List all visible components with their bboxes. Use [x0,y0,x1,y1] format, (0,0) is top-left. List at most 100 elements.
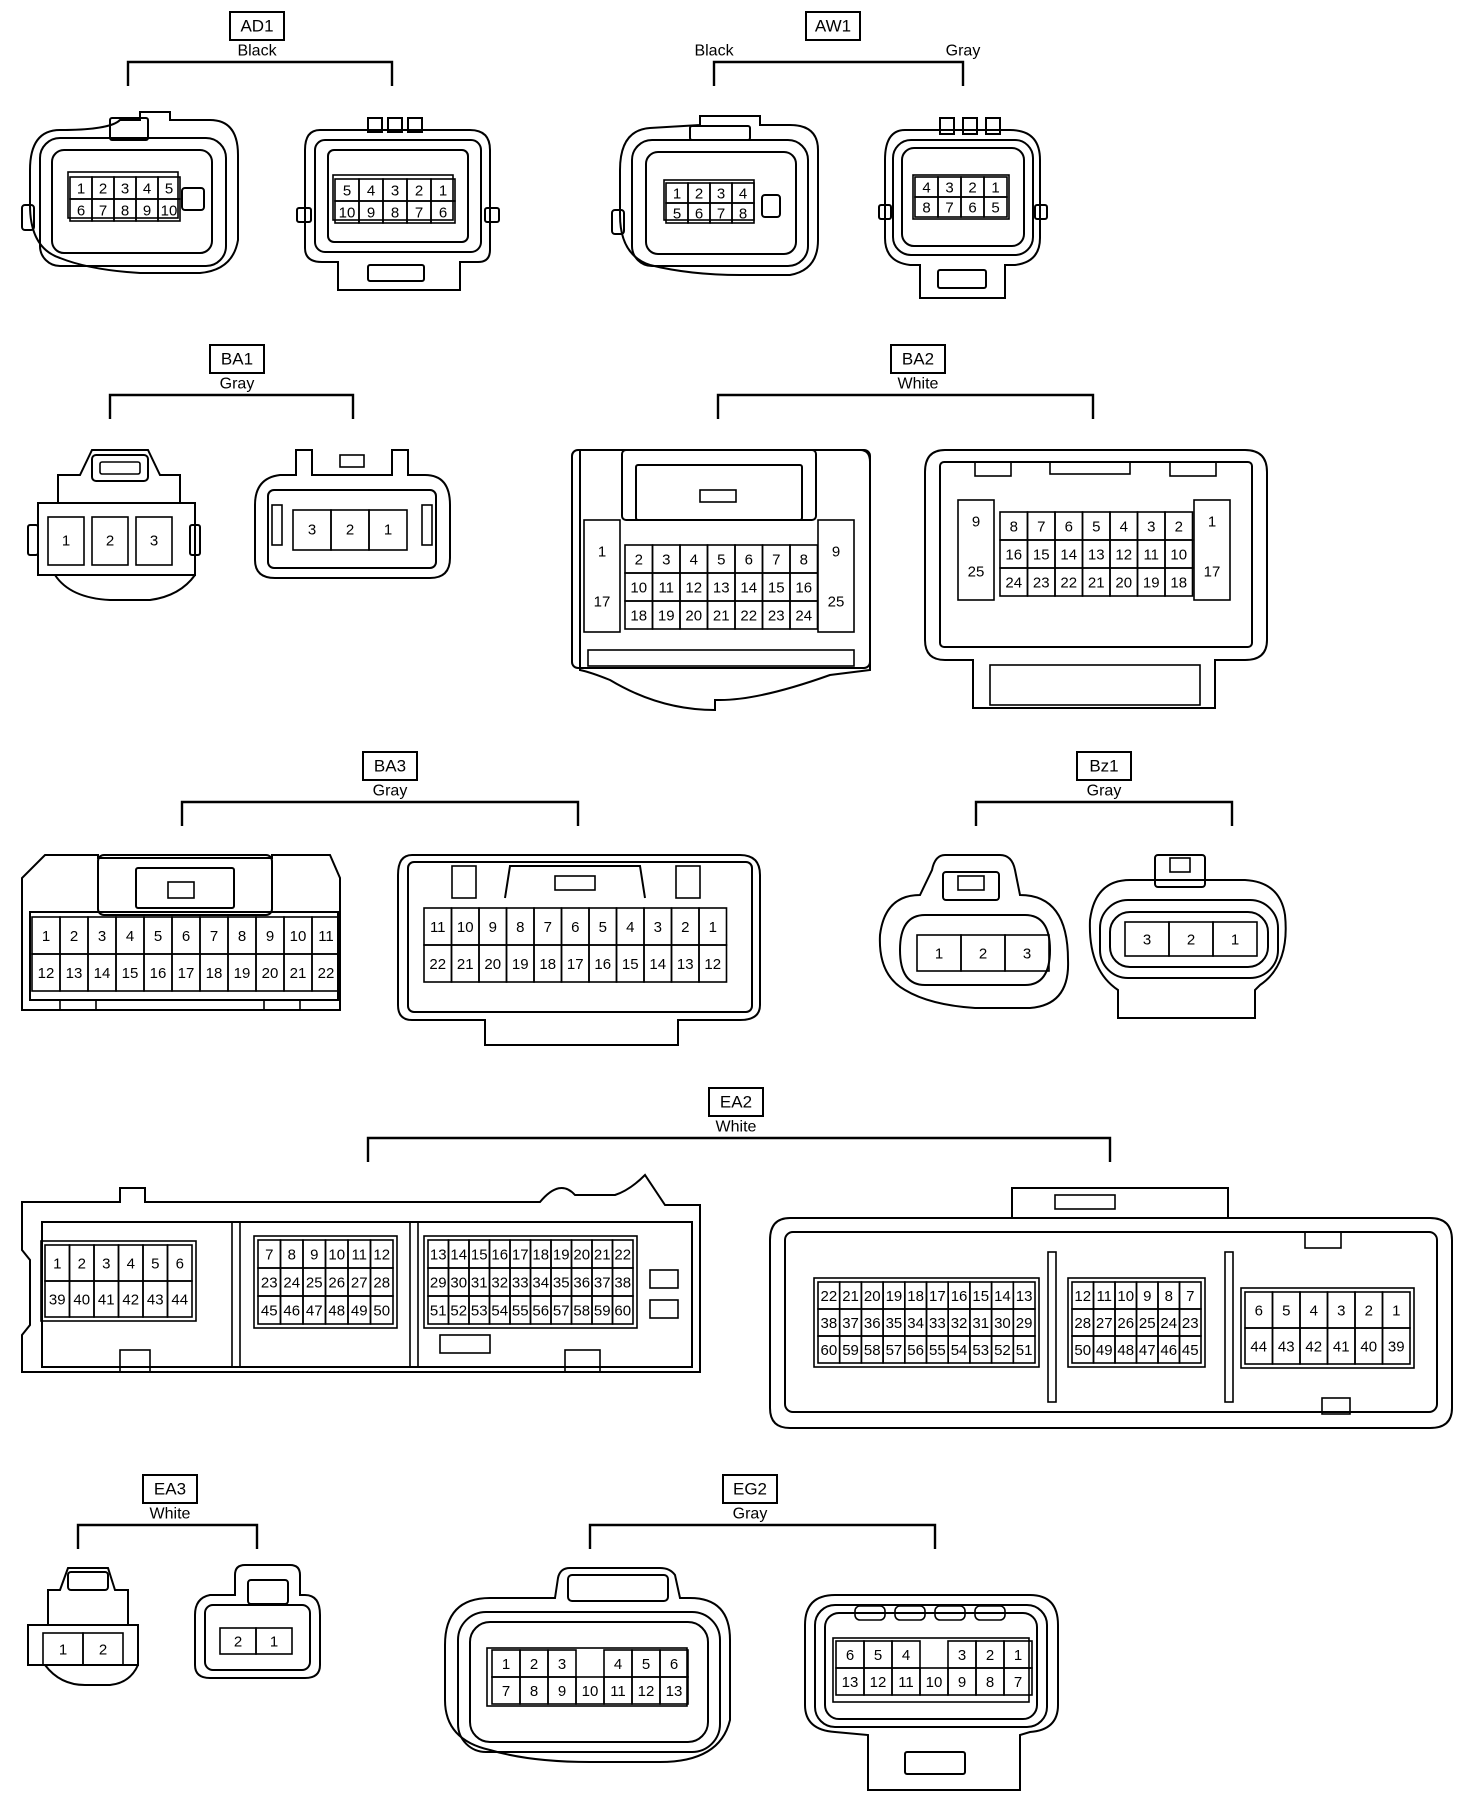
pin-number: 31 [972,1315,989,1332]
housing-outline [194,1564,321,1679]
housing-inner [645,151,797,255]
view-bracket [712,60,965,86]
top-inner [635,464,803,521]
pin-number: 1 [991,180,999,197]
pin-number: 47 [306,1303,323,1320]
divider [1224,1251,1234,1403]
view-bracket [126,60,394,86]
pin-number: 10 [339,205,356,222]
pin-number: 1 [709,919,717,936]
pin-cell [611,1295,634,1325]
latch [109,117,149,141]
side-rib [21,204,35,231]
pin-number: 2 [99,181,107,198]
pin-number: 15 [768,580,785,597]
latch [67,1571,109,1591]
pin-number: 38 [821,1315,838,1332]
pin-cell [255,1627,293,1655]
pin-number: 5 [874,1647,882,1664]
pin-number: 7 [717,206,725,223]
pin-number: 12 [38,965,55,982]
pin-number: 48 [1117,1342,1134,1359]
pin-number: 18 [206,965,223,982]
pin-number: 10 [630,580,647,597]
pin-number: 10 [457,919,474,936]
pin-number: 6 [439,205,447,222]
connector-title-box: Bz1 [1076,751,1132,781]
pin-number: 2 [530,1656,538,1673]
latch-window [957,875,985,891]
pin-number: 43 [147,1292,164,1309]
housing-inner [814,1604,1048,1728]
pin-number: 49 [351,1303,368,1320]
pin-number: 10 [1117,1288,1134,1305]
latch [504,865,646,899]
pin-number: 5 [717,552,725,569]
pin-number: 5 [991,200,999,217]
top-inner [135,867,235,909]
pin-number: 60 [614,1303,631,1320]
pin-number: 20 [864,1288,881,1305]
title-frame [142,1474,198,1504]
pin-number: 16 [951,1288,968,1305]
base-rail [587,649,855,667]
pin-number: 2 [99,1642,107,1659]
pin-number: 1 [935,946,943,963]
connector-title-box: EG2 [722,1474,778,1504]
pin-number: 2 [415,183,423,200]
pin-number: 35 [553,1275,570,1292]
pin-number: 1 [673,186,681,203]
block-frame [813,1277,1040,1368]
top-frame [621,449,817,521]
wire-color: Gray [1087,783,1122,800]
slot [649,1269,679,1289]
housing-inner [41,1221,693,1368]
pin-number: 18 [532,1247,549,1264]
cavity-frame [67,171,179,219]
pin-number: 30 [994,1315,1011,1332]
pin-number: 4 [126,928,134,945]
pin-number: 17 [929,1288,946,1305]
view-bracket [974,800,1234,826]
cavity-frame [912,174,1010,220]
pin-number: 46 [283,1303,300,1320]
pin-number: 1 [598,544,606,561]
housing-inner [898,914,1052,986]
pin-number: 36 [573,1275,590,1292]
pin-number: 8 [986,1674,994,1691]
pin-number: 42 [122,1292,139,1309]
pin-number: 7 [415,205,423,222]
title-frame [229,11,285,41]
pin-cell [311,953,341,992]
tab [1169,461,1217,477]
tab [387,117,403,133]
pin-number: 8 [1010,519,1018,536]
cavity-frame [332,174,454,221]
pin-cell [1381,1327,1411,1365]
housing-outline [21,1173,701,1373]
pin-number: 7 [544,919,552,936]
pin-number: 7 [1037,519,1045,536]
pin-number: 21 [842,1288,859,1305]
pin-number: 13 [66,965,83,982]
latch [1154,854,1206,888]
pin-number: 18 [539,956,556,973]
pin-cell [731,202,755,224]
pin-number: 60 [821,1342,838,1359]
pin-number: 37 [842,1315,859,1332]
pin-number: 19 [1143,575,1160,592]
slot [649,1299,679,1319]
housing-inner [1099,899,1279,979]
tab [974,1605,1006,1621]
pin-number: 8 [121,203,129,220]
pin-number: 20 [1115,575,1132,592]
top-frame [1011,1187,1229,1218]
pin-number: 10 [582,1683,599,1700]
pin-number: 40 [73,1292,90,1309]
pin-number: 3 [945,180,953,197]
